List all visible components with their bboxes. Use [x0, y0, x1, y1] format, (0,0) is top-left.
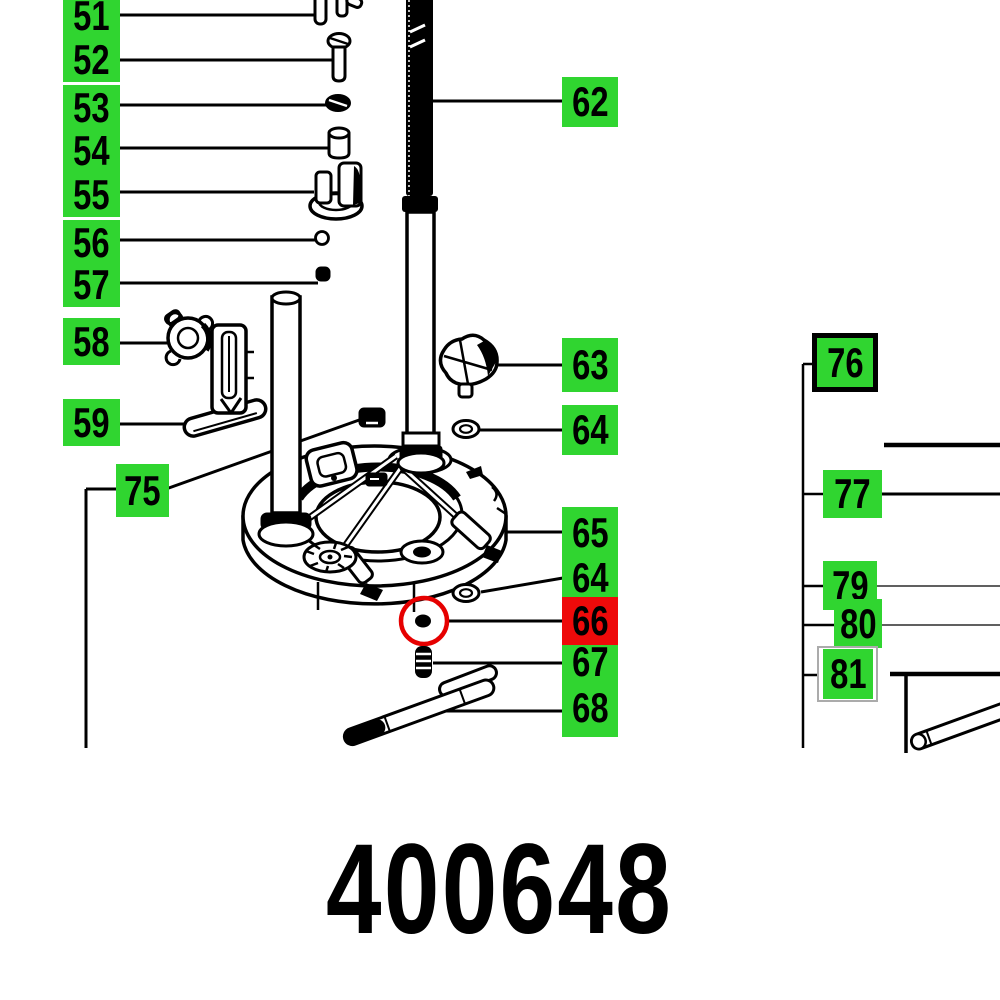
- callout-text: 77: [834, 470, 871, 517]
- callout-text: 63: [571, 341, 609, 388]
- part-callout-81-box: 81: [817, 646, 878, 702]
- part-callout-75[interactable]: 75: [116, 464, 169, 517]
- part-callout-58[interactable]: 58: [63, 318, 120, 365]
- part-callout-80[interactable]: 80: [834, 599, 882, 648]
- callout-text: 52: [73, 35, 110, 83]
- callout-text: 75: [124, 466, 161, 514]
- part-callout-59[interactable]: 59: [63, 399, 120, 446]
- column-collar: [396, 431, 446, 475]
- callout-text: 53: [73, 83, 110, 131]
- part-callout-81[interactable]: 81: [823, 649, 873, 699]
- router-base-65: [241, 407, 508, 612]
- wing-knob-63: [438, 333, 499, 399]
- callout-text: 80: [839, 599, 877, 647]
- order-number: 400648: [0, 826, 1000, 954]
- callout-text: 66: [571, 597, 609, 644]
- right-page-fragment: [801, 362, 1000, 753]
- order-number-text: 400648: [326, 818, 674, 961]
- part-callout-64-upper[interactable]: 64: [562, 405, 618, 455]
- part-callout-55[interactable]: 55: [63, 172, 120, 217]
- part-callout-51[interactable]: 51: [63, 0, 120, 38]
- part-callout-66-selected[interactable]: 66: [562, 597, 618, 645]
- part-callout-52[interactable]: 52: [63, 37, 120, 82]
- callout-text: 65: [571, 508, 609, 556]
- part-callout-56[interactable]: 56: [63, 220, 120, 265]
- part-callout-54[interactable]: 54: [63, 128, 120, 173]
- part-callout-62[interactable]: 62: [562, 77, 618, 127]
- callout-text: 68: [571, 683, 609, 731]
- part-callout-77[interactable]: 77: [823, 470, 882, 518]
- guide-rod-drawing: [909, 696, 1000, 751]
- spring-67: [415, 646, 432, 678]
- part-callout-76[interactable]: 76: [812, 333, 878, 392]
- washer-64-lower: [451, 583, 481, 603]
- part-callout-63[interactable]: 63: [562, 338, 618, 392]
- part-callout-64-lower[interactable]: 64: [562, 553, 618, 601]
- callout-text: 57: [73, 260, 110, 308]
- callout-text: 64: [571, 406, 609, 453]
- callout-text: 55: [73, 170, 110, 218]
- highlight-ring-66: [398, 595, 450, 647]
- small-parts-column: [308, 0, 364, 282]
- left-guide-column: [257, 290, 315, 548]
- part-callout-57[interactable]: 57: [63, 262, 120, 307]
- callout-text: 51: [73, 0, 110, 39]
- callout-text: 67: [571, 637, 609, 685]
- callout-text: 58: [73, 317, 110, 365]
- flat-bar-68: [342, 664, 498, 747]
- washer-64-upper: [451, 419, 481, 439]
- part-callout-67[interactable]: 67: [562, 640, 618, 682]
- callout-text: 62: [571, 78, 609, 125]
- callout-text: 54: [73, 126, 110, 174]
- leader-lines: [84, 13, 564, 748]
- callout-text: 76: [826, 338, 864, 386]
- part-callout-53[interactable]: 53: [63, 85, 120, 130]
- callout-text: 59: [73, 398, 110, 446]
- adjust-bracket-58-59: [164, 309, 268, 438]
- threaded-spindle-62: [402, 0, 438, 438]
- part-callout-65[interactable]: 65: [562, 507, 618, 558]
- part-callout-68[interactable]: 68: [562, 678, 618, 737]
- callout-text: 56: [73, 218, 110, 266]
- callout-text: 81: [829, 650, 867, 697]
- callout-text: 64: [571, 553, 609, 601]
